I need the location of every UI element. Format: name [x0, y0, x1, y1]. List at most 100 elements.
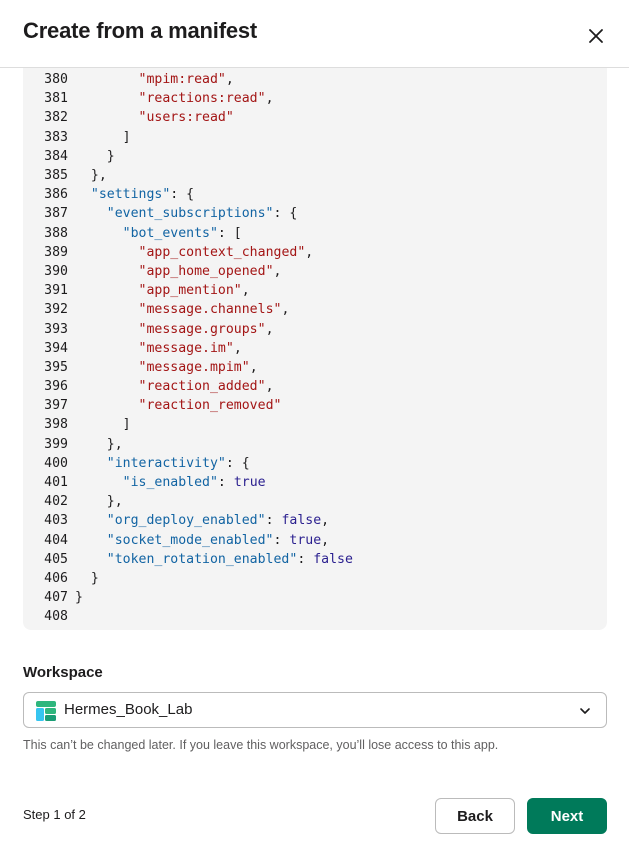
- line-number: 400: [44, 455, 68, 471]
- json-punctuation: ]: [75, 129, 131, 145]
- json-punctuation: [75, 513, 107, 528]
- line-number: 394: [44, 340, 68, 356]
- code-text: "org_deploy_enabled": false,: [75, 513, 329, 528]
- line-number: 406: [44, 570, 68, 586]
- json-string: "reactions:read": [138, 91, 266, 107]
- line-number: 397: [44, 398, 68, 414]
- json-key: "socket_mode_enabled": [106, 532, 274, 548]
- json-punctuation: ,: [265, 91, 274, 107]
- line-number: 398: [44, 417, 68, 433]
- code-line: 382 "users:read": [23, 108, 607, 127]
- line-number: 405: [44, 551, 68, 567]
- line-number: 396: [44, 379, 68, 395]
- json-string: "reaction_removed": [138, 398, 282, 414]
- json-key: "token_rotation_enabled": [106, 551, 298, 567]
- code-text: "message.channels",: [75, 302, 290, 318]
- line-number: 383: [44, 129, 68, 145]
- code-line: 401 "is_enabled": true: [23, 473, 607, 492]
- code-text: }: [75, 571, 99, 586]
- json-string: "message.mpim": [138, 359, 250, 375]
- json-punctuation: [75, 379, 139, 394]
- code-text: "app_mention",: [75, 283, 250, 298]
- code-text: "reaction_added",: [75, 379, 274, 394]
- code-line: 405 "token_rotation_enabled": false: [23, 550, 607, 569]
- line-number: 385: [44, 168, 68, 184]
- json-punctuation: },: [75, 494, 123, 510]
- line-number: 380: [44, 72, 68, 88]
- json-punctuation: :: [297, 551, 314, 567]
- json-punctuation: [75, 245, 139, 260]
- json-punctuation: [75, 398, 139, 413]
- code-text: "token_rotation_enabled": false: [75, 552, 353, 567]
- json-punctuation: ,: [321, 532, 330, 548]
- json-punctuation: [75, 322, 139, 337]
- line-number: 382: [44, 110, 68, 126]
- line-number: 399: [44, 436, 68, 452]
- json-punctuation: ,: [281, 302, 290, 318]
- code-text: "bot_events": [: [75, 226, 242, 241]
- dialog-header: Create from a manifest: [0, 0, 629, 68]
- code-line: 390 "app_home_opened",: [23, 262, 607, 281]
- workspace-select[interactable]: Hermes_Book_Lab: [23, 692, 607, 728]
- json-punctuation: :: [273, 532, 290, 548]
- json-string: "message.im": [138, 340, 234, 356]
- json-punctuation: :: [217, 475, 234, 491]
- json-string: "mpim:read": [138, 72, 226, 88]
- json-string: "app_context_changed": [138, 244, 306, 260]
- json-punctuation: [75, 72, 139, 87]
- json-punctuation: ,: [265, 379, 274, 395]
- json-punctuation: [75, 360, 139, 375]
- json-punctuation: :: [265, 513, 282, 529]
- json-punctuation: [75, 226, 123, 241]
- json-punctuation: }: [75, 148, 115, 164]
- json-punctuation: [75, 264, 139, 279]
- line-number: 388: [44, 225, 68, 241]
- line-number: 387: [44, 206, 68, 222]
- code-text: "reactions:read",: [75, 91, 274, 106]
- json-punctuation: ,: [321, 513, 330, 529]
- workspace-selected-value: Hermes_Book_Lab: [64, 701, 193, 718]
- code-text: }: [75, 149, 115, 164]
- line-number: 390: [44, 263, 68, 279]
- code-line: 400 "interactivity": {: [23, 454, 607, 473]
- json-punctuation: ,: [225, 72, 234, 88]
- code-line: 402 },: [23, 492, 607, 511]
- code-line: 406 }: [23, 569, 607, 588]
- line-number: 401: [44, 475, 68, 491]
- line-number: 403: [44, 513, 68, 529]
- code-text: "settings": {: [75, 187, 194, 202]
- code-text: "event_subscriptions": {: [75, 206, 298, 222]
- code-text: },: [75, 437, 123, 452]
- json-punctuation: [75, 552, 107, 567]
- manifest-code-editor[interactable]: 380 "mpim:read",381 "reactions:read",382…: [23, 68, 607, 630]
- json-literal: false: [313, 551, 353, 567]
- back-button[interactable]: Back: [435, 798, 515, 834]
- code-line: 393 "message.groups",: [23, 319, 607, 338]
- json-punctuation: [75, 341, 139, 356]
- code-text: "message.groups",: [75, 322, 274, 337]
- next-button[interactable]: Next: [527, 798, 607, 834]
- line-number: 402: [44, 494, 68, 510]
- close-button[interactable]: [584, 24, 608, 48]
- line-number: 386: [44, 187, 68, 203]
- code-text: },: [75, 168, 107, 183]
- json-punctuation: : {: [273, 206, 298, 222]
- code-lines: 380 "mpim:read",381 "reactions:read",382…: [23, 70, 607, 626]
- json-key: "org_deploy_enabled": [106, 513, 266, 529]
- code-line: 397 "reaction_removed": [23, 396, 607, 415]
- json-punctuation: [75, 302, 139, 317]
- code-text: "users:read": [75, 110, 234, 125]
- code-text: "socket_mode_enabled": true,: [75, 533, 329, 548]
- close-icon: [589, 29, 603, 43]
- json-string: "app_mention": [138, 283, 242, 299]
- json-punctuation: }: [75, 590, 83, 606]
- code-line: 384 }: [23, 147, 607, 166]
- line-number: 395: [44, 359, 68, 375]
- json-punctuation: ,: [273, 263, 282, 279]
- line-number: 404: [44, 532, 68, 548]
- json-punctuation: [75, 456, 107, 471]
- json-punctuation: : [: [217, 225, 242, 241]
- json-punctuation: ,: [249, 359, 258, 375]
- json-string: "reaction_added": [138, 379, 266, 395]
- json-key: "is_enabled": [122, 475, 218, 491]
